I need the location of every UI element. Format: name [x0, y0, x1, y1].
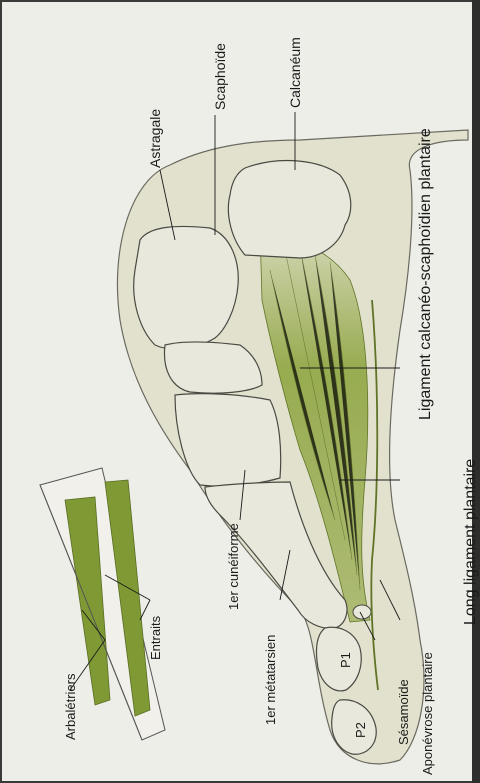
label-entraits: Entraits	[148, 615, 163, 660]
label-long-ligament: Long ligament plantaire	[462, 459, 479, 625]
label-p1: P1	[338, 652, 353, 668]
label-arbaletriers: Arbalétriers	[63, 673, 78, 740]
label-cuneiforme: 1er cunéiforme	[226, 523, 241, 610]
sesamoide-bone	[353, 605, 371, 619]
label-astragale: Astragale	[147, 109, 163, 168]
astragale-bone	[134, 226, 239, 349]
cuneiforme-bone	[175, 394, 281, 487]
label-sesamoide: Sésamoïde	[396, 679, 411, 745]
label-aponevrose: Aponévrose plantaire	[420, 652, 435, 775]
label-scaphoide: Scaphoïde	[212, 43, 228, 110]
label-ligament-calcaneo: Ligament calcanéo-scaphoïdien plantaire	[417, 128, 434, 420]
label-calcaneum: Calcanéum	[287, 37, 303, 108]
label-metatarsien: 1er métatarsien	[263, 635, 278, 725]
page-edge-shadow	[472, 0, 480, 783]
calcaneum-bone	[228, 161, 350, 258]
label-p2: P2	[353, 722, 368, 738]
